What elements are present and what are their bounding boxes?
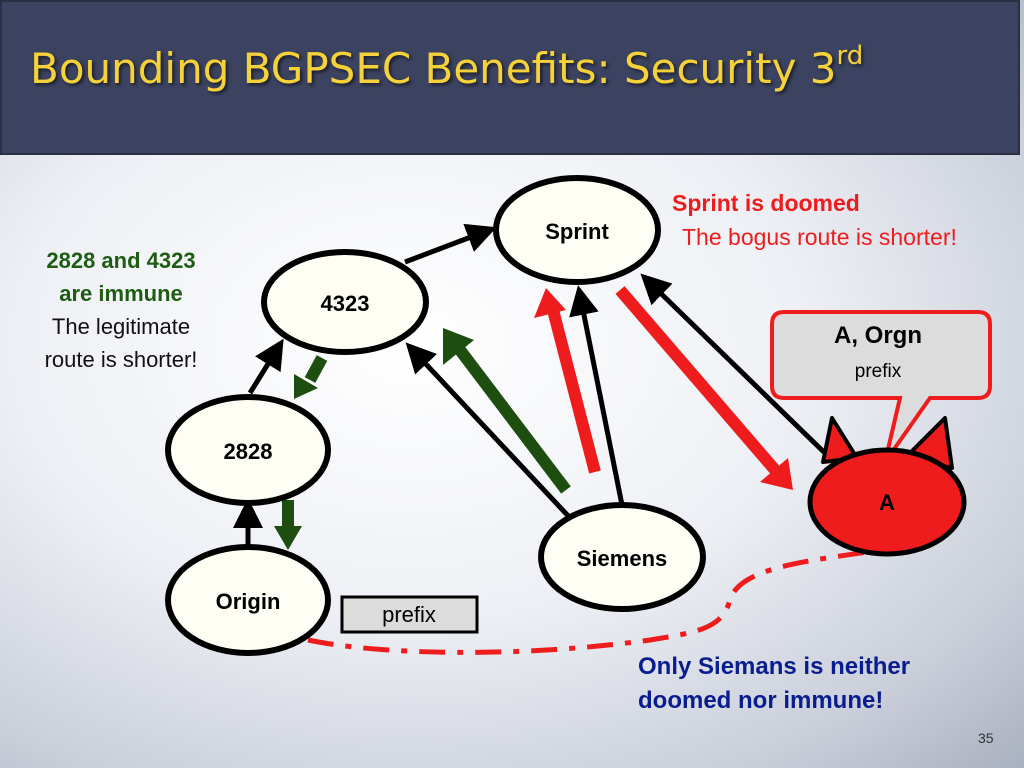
legit-arrow-siemens-4323 [455, 346, 571, 494]
doomed-note-heading: Sprint is doomed [672, 190, 860, 216]
node-sprint: Sprint [493, 175, 661, 285]
attacker-body [807, 447, 967, 557]
node-sprint-label: Sprint [545, 219, 609, 244]
node-siemens: Siemens [538, 502, 706, 612]
node-origin-shape [165, 544, 331, 656]
title-superscript: rd [836, 41, 864, 71]
page-number: 35 [978, 730, 994, 746]
callout-subtitle: prefix [854, 361, 902, 382]
legit-arrowhead [274, 526, 302, 550]
node-siemens-label: Siemens [577, 546, 668, 571]
node-4323-shape [261, 249, 429, 355]
bogus-arrow-siemens-sprint [547, 308, 601, 474]
neither-note-line2: doomed nor immune! [638, 687, 884, 714]
node-2828: 2828 [165, 394, 331, 506]
immune-note-line1: 2828 and 4323 [46, 248, 196, 273]
callout-bubble [770, 310, 992, 464]
prefix-box: prefix [340, 595, 479, 634]
node-origin: Origin [165, 544, 331, 656]
edge-2828-4323 [247, 338, 284, 395]
node-siemens-shape [538, 502, 706, 612]
doomed-note: Sprint is doomed The bogus route is shor… [672, 186, 957, 254]
neither-note-line1: Only Siemans is neither [638, 653, 911, 680]
slide-title: Bounding BGPSEC Benefits: Security 3rd [30, 41, 864, 93]
edge-siemens-4323 [405, 342, 574, 522]
immune-note: 2828 and 4323 are immune The legitimate … [14, 244, 228, 376]
callout-title: A, Orgn [834, 322, 922, 349]
legit-arrowhead [294, 374, 318, 399]
prefix-box-shape [340, 595, 479, 634]
bogus-route-dashed-line [307, 547, 881, 655]
bogus-arrows [534, 286, 793, 490]
bogus-arrowhead [760, 458, 793, 490]
bogus-arrow-sprint-attacker [615, 286, 780, 474]
immune-note-line2: are immune [59, 281, 183, 306]
node-4323-label: 4323 [321, 291, 370, 316]
node-4323: 4323 [261, 249, 429, 355]
immune-note-line4: route is shorter! [44, 347, 198, 372]
immune-note-line3: The legitimate [51, 314, 191, 339]
node-2828-label: 2828 [224, 439, 273, 464]
edge-siemens-sprint [569, 285, 625, 506]
doomed-note-text: The bogus route is shorter! [682, 224, 957, 250]
node-sprint-shape [493, 175, 661, 285]
edge-4323-sprint [404, 223, 497, 265]
neither-note: Only Siemans is neither doomed nor immun… [638, 650, 910, 718]
edge-attacker-sprint [640, 273, 832, 460]
node-origin-label: Origin [216, 589, 281, 614]
legit-arrowhead [443, 328, 474, 365]
legit-arrow-2828-4323 [304, 355, 328, 383]
announcement-callout [770, 310, 992, 464]
title-bar [0, 0, 1020, 155]
prefix-box-label: prefix [382, 602, 436, 627]
node-2828-shape [165, 394, 331, 506]
title-text: Bounding BGPSEC Benefits: Security 3 [30, 44, 837, 93]
bogus-arrowhead [534, 288, 566, 318]
attacker-label: A [879, 490, 895, 515]
legit-arrows [274, 328, 571, 550]
attacker-node: A [807, 416, 967, 557]
